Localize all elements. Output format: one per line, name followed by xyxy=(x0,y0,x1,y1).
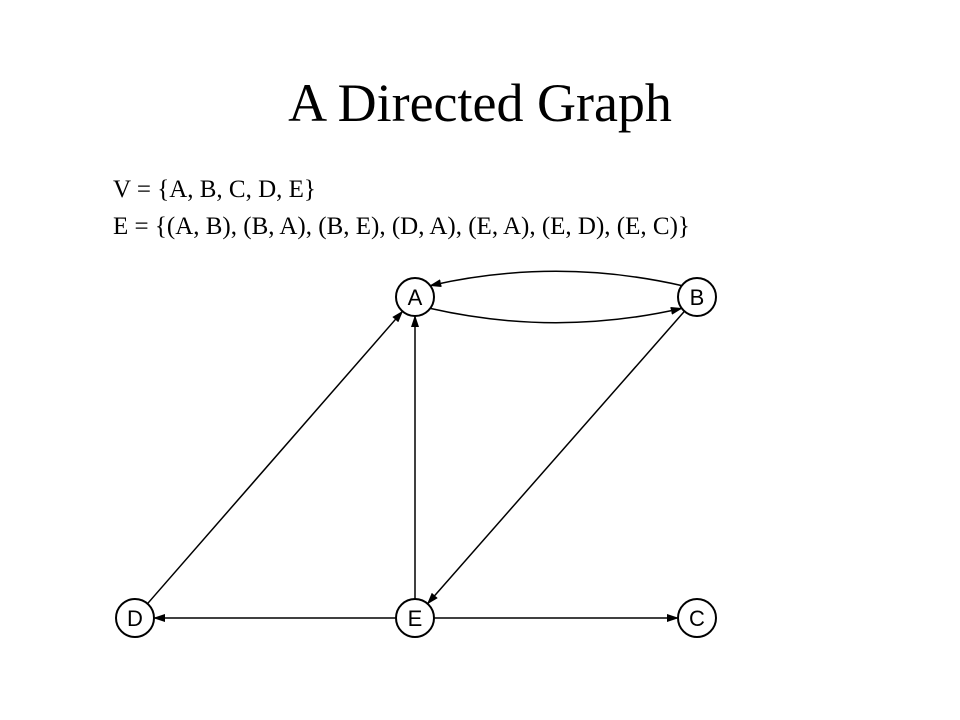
node-d: D xyxy=(115,598,155,638)
node-circle xyxy=(677,277,717,317)
nodes-layer: A B C D E xyxy=(115,277,717,638)
node-label: C xyxy=(689,606,705,631)
node-label: B xyxy=(690,285,705,310)
node-circle xyxy=(677,598,717,638)
node-label: D xyxy=(127,606,143,631)
node-label: A xyxy=(408,285,423,310)
node-c: C xyxy=(677,598,717,638)
node-a: A xyxy=(395,277,435,317)
node-e: E xyxy=(395,598,435,638)
slide-title: A Directed Graph xyxy=(288,73,672,133)
edge-set-definition: E = {(A, B), (B, A), (B, E), (D, A), (E,… xyxy=(113,213,690,240)
edge-d-a xyxy=(146,310,404,605)
vertex-set-definition: V = {A, B, C, D, E} xyxy=(113,176,316,203)
edge-b-a xyxy=(429,270,682,288)
node-b: B xyxy=(677,277,717,317)
edge-b-e xyxy=(426,310,686,605)
node-circle xyxy=(115,598,155,638)
node-circle xyxy=(395,277,435,317)
node-label: E xyxy=(408,606,423,631)
edges-layer xyxy=(146,270,686,622)
edge-a-b xyxy=(430,306,683,324)
node-circle xyxy=(395,598,435,638)
